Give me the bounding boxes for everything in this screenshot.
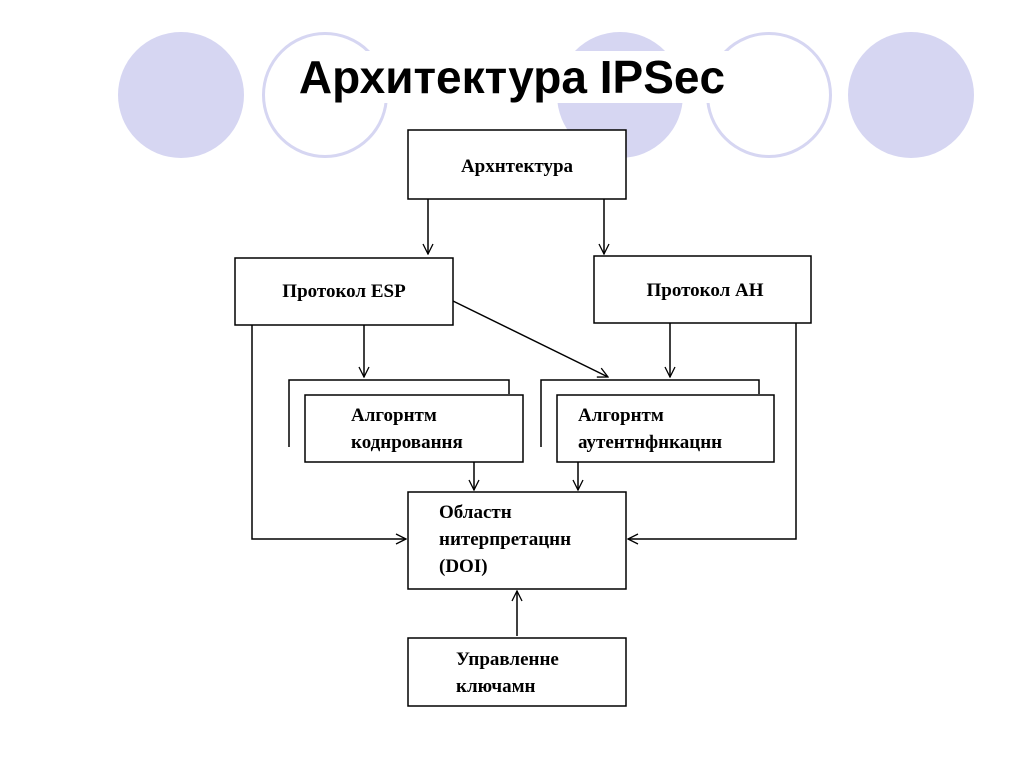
decor-circle-3 [848,32,974,158]
label-protocol-ah: Протокол AH [646,280,763,301]
encryption-stack-bracket [288,379,510,447]
node-key-management [407,637,627,707]
edge-esp-doi [251,325,406,539]
label-architecture: Архнтектура [461,156,574,177]
label-key-management: Управленне ключамн [456,649,564,697]
edge-esp-authentication [452,300,608,377]
connectors [251,199,797,636]
label-doi: Областн нитерпретацнн (DOI) [439,502,576,577]
node-protocol-esp [234,257,454,326]
node-encryption-algorithm [304,394,524,463]
labels: Архнтектура Протокол ESP Протокол AH Алг… [282,156,763,697]
node-doi [407,491,627,590]
node-architecture [407,129,627,200]
slide-title: Архитектура IPSec [0,50,1024,105]
label-authentication-algorithm: Алгорнтм аутентнфнкацнн [578,405,722,453]
node-protocol-ah [593,255,812,324]
nodes [234,129,812,707]
edge-ah-doi [628,323,797,539]
node-authentication-algorithm [556,394,775,463]
authentication-stack-bracket [540,379,760,447]
label-protocol-esp: Протокол ESP [282,281,406,302]
label-encryption-algorithm: Алгорнтм коднровання [351,405,463,453]
decor-circle-1 [118,32,244,158]
